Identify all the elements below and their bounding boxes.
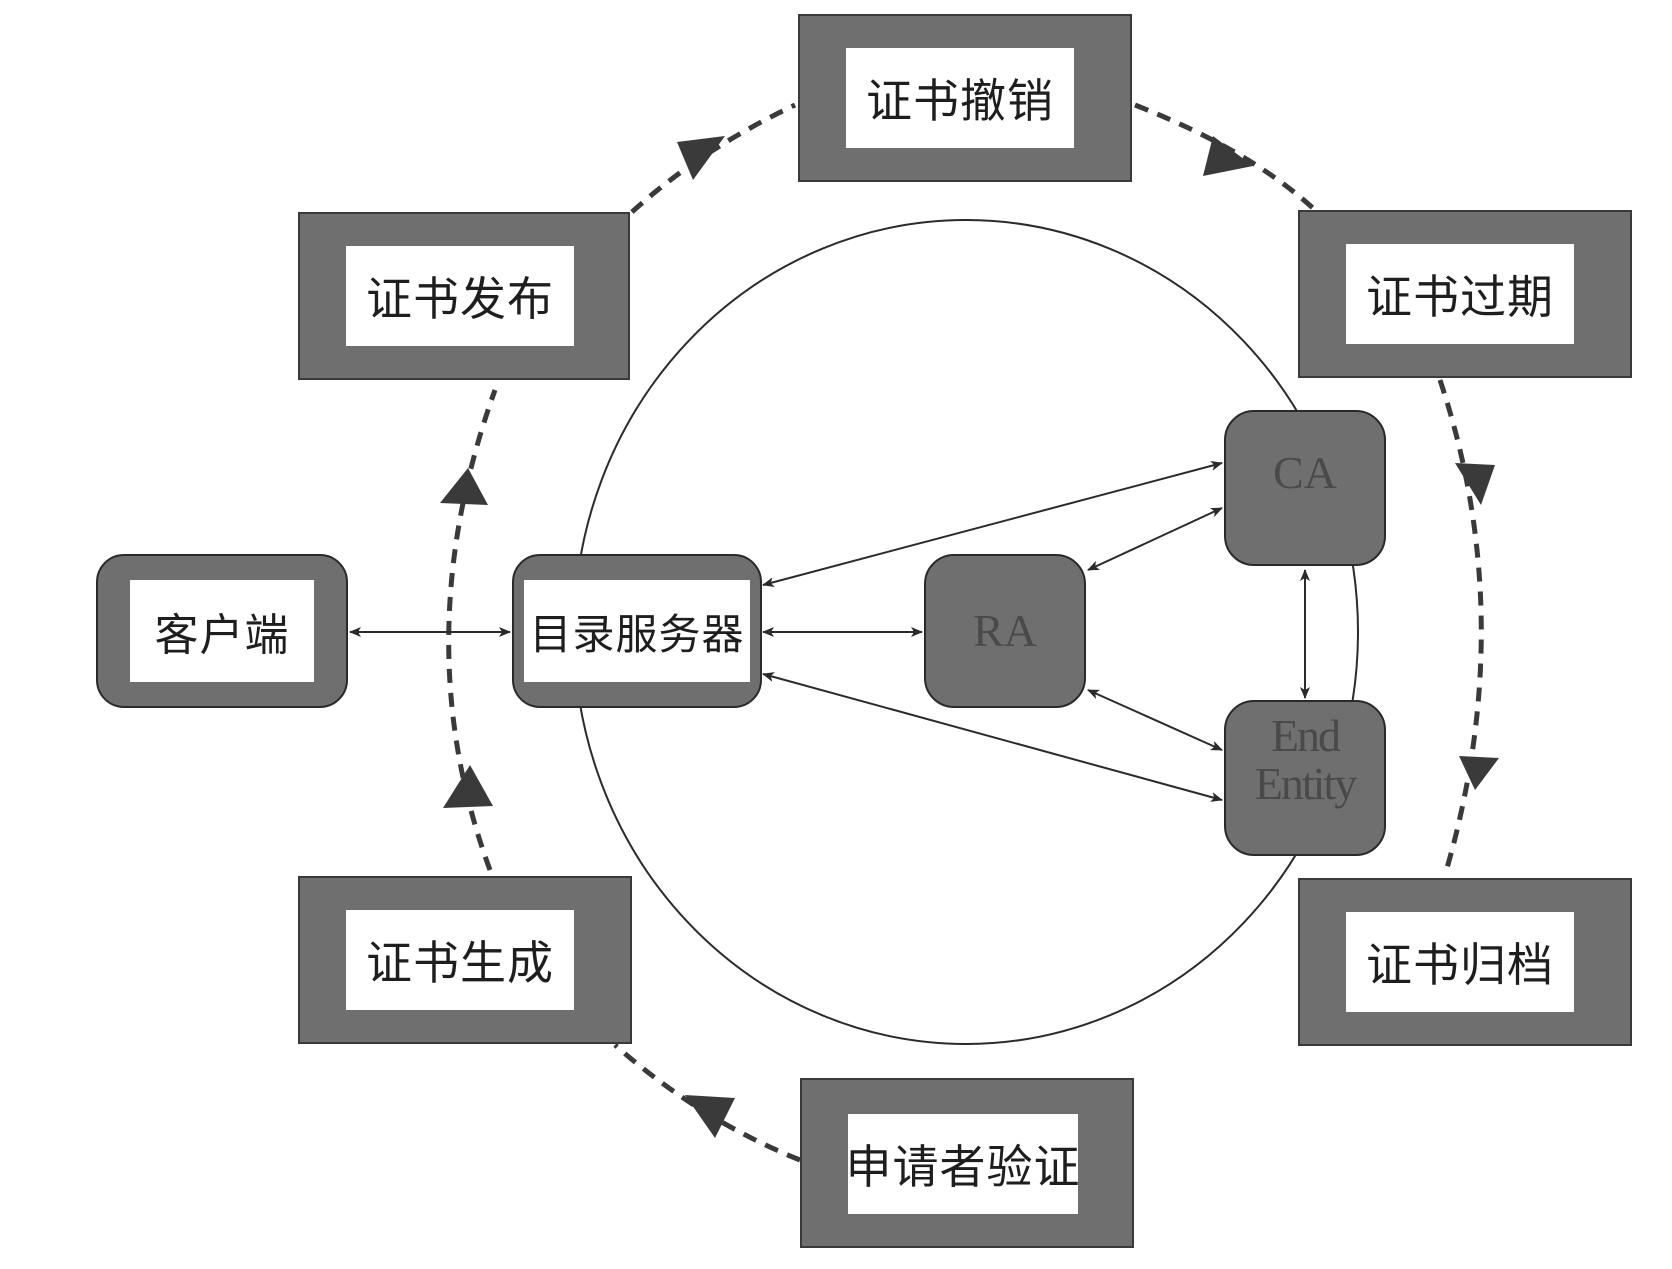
stage-archive-label: 证书归档 — [1346, 912, 1574, 1012]
end-entity-node: End Entity — [1224, 700, 1386, 856]
end-entity-label-line1: End — [1270, 710, 1341, 761]
ra-label: RA — [973, 605, 1037, 656]
cycle-arrow-generate-to-publish — [446, 389, 498, 871]
stage-publish-label: 证书发布 — [346, 246, 574, 346]
link-ra-endentity — [1087, 689, 1223, 751]
client-node: 客户端 — [96, 554, 348, 708]
cycle-arrow-publish-to-revocation — [630, 102, 797, 214]
stage-revocation-label: 证书撤销 — [846, 48, 1074, 148]
ca-label: CA — [1273, 447, 1337, 498]
client-label: 客户端 — [130, 580, 314, 682]
arrowhead-3 — [1455, 463, 1495, 505]
link-directory-endentity — [762, 672, 1223, 802]
stage-applicant-verify-label: 申请者验证 — [846, 1114, 1080, 1214]
stage-generate: 证书生成 — [298, 876, 632, 1044]
arrowhead-7 — [443, 765, 493, 808]
directory-server-label: 目录服务器 — [524, 580, 750, 682]
arrowhead-1 — [677, 136, 725, 180]
link-directory-ca — [762, 460, 1223, 588]
directory-server-node: 目录服务器 — [512, 554, 762, 708]
ra-node: RA — [924, 554, 1086, 708]
stage-publish: 证书发布 — [298, 212, 630, 380]
arrowhead-5 — [685, 1095, 735, 1138]
cycle-arrow-expiry-to-archive — [1437, 379, 1484, 876]
cycle-arrow-revocation-to-expiry — [1134, 102, 1317, 212]
stage-applicant-verify: 申请者验证 — [800, 1078, 1134, 1248]
link-ra-ca — [1087, 507, 1223, 571]
ca-node: CA — [1224, 410, 1386, 566]
stage-expiry-label: 证书过期 — [1346, 244, 1574, 344]
stage-revocation: 证书撤销 — [798, 14, 1132, 182]
arrowhead-2 — [1203, 136, 1253, 176]
end-entity-label-line2: Entity — [1254, 758, 1357, 809]
arrowhead-4 — [1459, 756, 1499, 790]
end-entity-label: End Entity — [1254, 710, 1357, 809]
stage-archive: 证书归档 — [1298, 878, 1632, 1046]
stage-expiry: 证书过期 — [1298, 210, 1632, 378]
stage-generate-label: 证书生成 — [346, 910, 574, 1010]
arrowhead-6 — [440, 468, 488, 505]
